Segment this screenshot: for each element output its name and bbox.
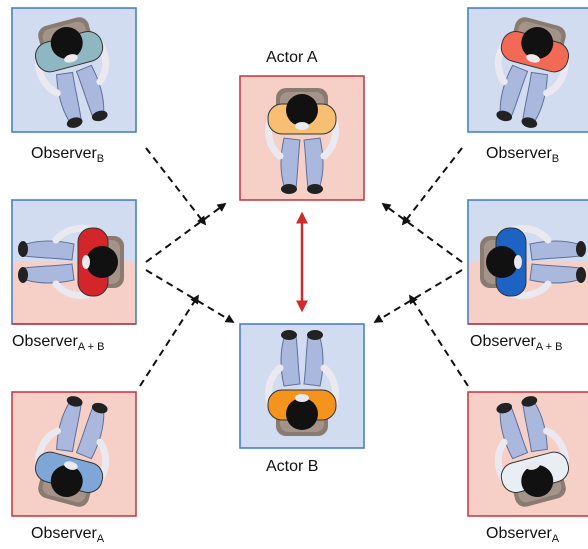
dashed-arrow — [409, 294, 469, 387]
actor-a-box — [239, 75, 365, 201]
observer-top-right-box — [467, 7, 588, 133]
observer-top-left-box — [11, 7, 137, 133]
dashed-arrow — [373, 269, 463, 323]
actor-b-box — [239, 323, 365, 449]
observer-mid-right-label: ObserverA + B — [470, 333, 563, 353]
observer-mid-left-box — [11, 199, 137, 325]
dashed-arrow — [381, 202, 463, 263]
dashed-arrow — [145, 202, 227, 263]
actor-b-label: Actor B — [266, 458, 319, 475]
observer-bottom-right-label: ObserverA — [486, 525, 560, 545]
observer-bottom-left-label: ObserverA — [31, 525, 105, 545]
actor-a-label: Actor A — [266, 49, 318, 66]
observer-top-left-label: ObserverB — [31, 145, 105, 165]
dashed-arrow — [145, 147, 207, 226]
observer-bottom-right-box — [467, 391, 588, 517]
dashed-arrow — [145, 269, 235, 323]
dashed-arrow — [401, 147, 463, 226]
observer-bottom-left-box — [11, 391, 137, 517]
observer-mid-right-box — [467, 199, 588, 325]
observer-mid-left-label: ObserverA + B — [12, 333, 105, 353]
observer-top-right-label: ObserverB — [486, 145, 560, 165]
dashed-arrow — [139, 294, 199, 387]
